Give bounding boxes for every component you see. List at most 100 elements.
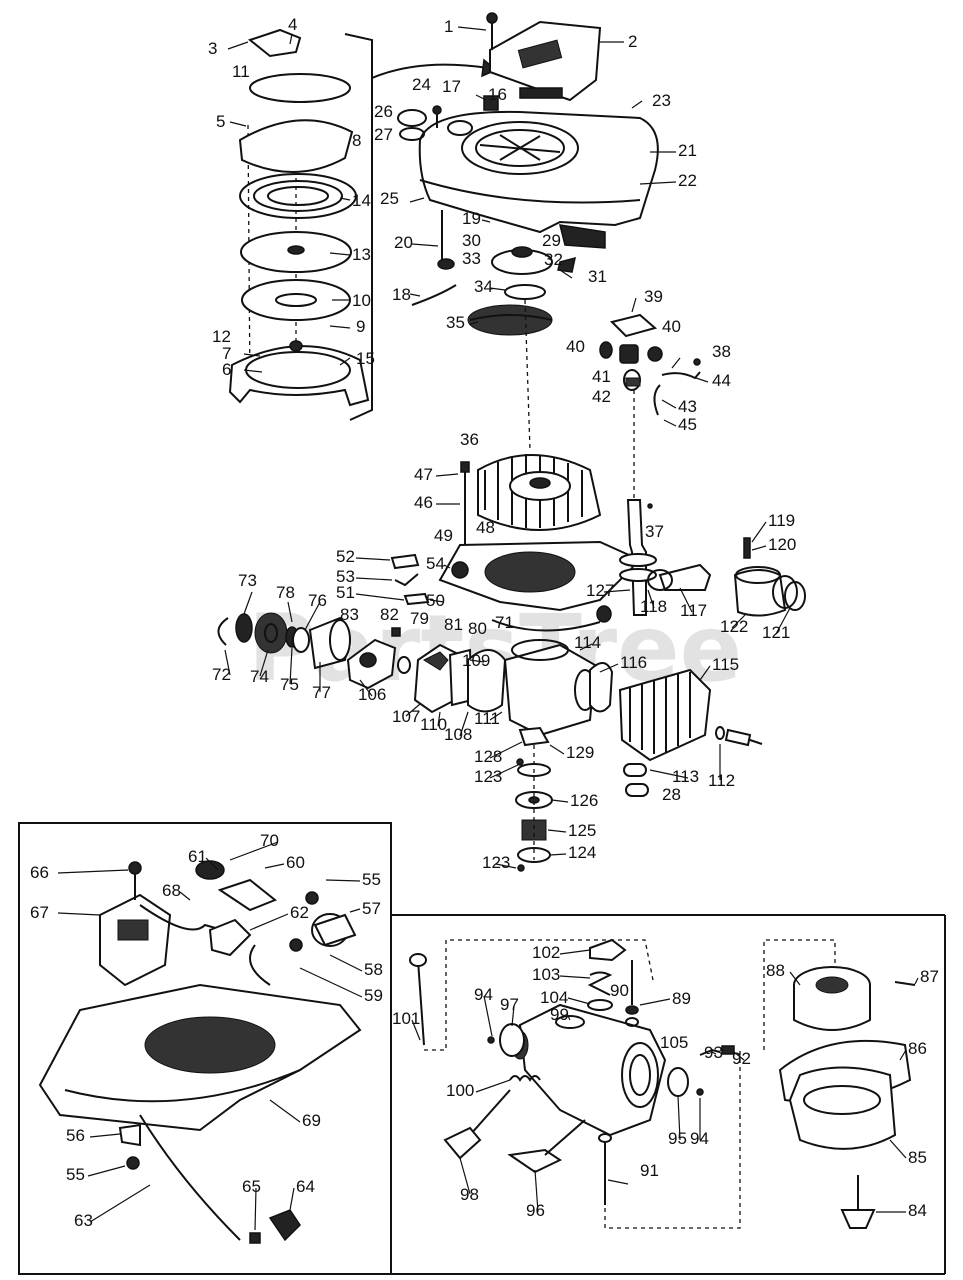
leader-line: [647, 589, 655, 609]
callout-94b: 94: [690, 1129, 709, 1148]
leader-line: [731, 614, 746, 629]
callout-94a: 94: [474, 985, 493, 1004]
callout-29: 29: [542, 231, 561, 250]
callout-123b: 123: [482, 853, 510, 872]
callout-16: 16: [488, 85, 507, 104]
callout-101: 101: [392, 1009, 420, 1028]
callout-20: 20: [394, 233, 413, 252]
carburetor-group: [409, 938, 916, 1229]
callout-58: 58: [364, 960, 383, 979]
fuel-line-group: [411, 210, 576, 451]
callout-labels: 1 2 3 4 5 6 7 8 9 10 11 12 13 14 15 16 1…: [30, 15, 939, 1230]
leader-line: [224, 649, 231, 676]
leader-line: [409, 293, 421, 297]
leader-line: [711, 1051, 717, 1055]
leader-line: [661, 399, 677, 409]
callout-100: 100: [446, 1081, 474, 1100]
callout-55b: 55: [66, 1165, 85, 1184]
callout-35: 35: [446, 313, 465, 332]
callout-107: 107: [392, 707, 420, 726]
leader-line: [639, 181, 677, 185]
callout-108: 108: [444, 725, 472, 744]
callout-14: 14: [352, 191, 371, 210]
callout-112: 112: [708, 771, 735, 790]
leader-line: [475, 1079, 511, 1093]
leader-line: [663, 419, 677, 427]
leader-line: [299, 967, 363, 998]
leader-line: [243, 591, 253, 615]
leader-line: [549, 853, 567, 856]
callout-120: 120: [768, 535, 796, 554]
callout-11: 11: [232, 62, 250, 81]
callout-84: 84: [908, 1201, 927, 1220]
callout-34: 34: [474, 277, 493, 296]
leader-line: [329, 325, 351, 329]
leader-line: [409, 197, 425, 203]
callout-38: 38: [712, 342, 731, 361]
leader-line: [789, 971, 801, 986]
callout-102: 102: [532, 943, 560, 962]
leader-line: [349, 908, 361, 913]
callout-113: 113: [672, 767, 699, 786]
callout-116: 116: [620, 653, 647, 672]
callout-106: 106: [358, 685, 386, 704]
callout-80: 80: [468, 619, 487, 638]
leader-line: [87, 1165, 126, 1177]
callout-87: 87: [920, 967, 939, 986]
callout-91: 91: [640, 1161, 659, 1180]
callout-55a: 55: [362, 870, 381, 889]
leader-line: [429, 599, 445, 603]
callout-123a: 123: [474, 767, 502, 786]
leader-line: [355, 557, 391, 561]
callout-5: 5: [216, 112, 225, 131]
leader-line: [89, 1184, 151, 1223]
callout-104: 104: [540, 988, 568, 1007]
leader-line: [469, 659, 485, 663]
callout-24: 24: [412, 75, 431, 94]
leader-line: [579, 643, 593, 651]
leader-line: [495, 863, 517, 869]
callout-128: 128: [474, 747, 502, 766]
callout-73: 73: [238, 571, 257, 590]
callout-18: 18: [392, 285, 411, 304]
leader-line: [549, 744, 565, 755]
leader-line: [57, 912, 101, 916]
leader-line: [751, 545, 767, 551]
leader-line: [57, 869, 129, 874]
leader-line: [567, 1015, 571, 1021]
callout-42: 42: [592, 387, 611, 406]
callout-17: 17: [442, 77, 461, 96]
ignition-panel: [18, 822, 946, 1275]
callout-57: 57: [362, 899, 381, 918]
callout-89: 89: [672, 989, 691, 1008]
callout-78: 78: [276, 583, 295, 602]
callout-30: 30: [462, 231, 481, 250]
callout-69: 69: [302, 1111, 321, 1130]
leader-line: [607, 1179, 629, 1185]
callout-43: 43: [678, 397, 697, 416]
blower-housing-group: [371, 12, 659, 249]
callout-105: 105: [660, 1033, 688, 1052]
leader-line: [329, 252, 351, 256]
leader-line: [89, 1133, 121, 1138]
callout-51: 51: [336, 583, 355, 602]
callout-56: 56: [66, 1126, 85, 1145]
callout-103: 103: [532, 965, 560, 984]
callout-122: 122: [720, 617, 748, 636]
leader-line: [355, 593, 405, 601]
callout-121: 121: [762, 623, 790, 642]
leader-line: [289, 1187, 295, 1211]
leader-line: [489, 763, 521, 779]
callout-97: 97: [500, 995, 519, 1014]
leader-line: [243, 369, 263, 373]
leader-line: [443, 564, 451, 569]
callout-26: 26: [374, 102, 393, 121]
callout-33: 33: [462, 249, 481, 268]
callout-60: 60: [286, 853, 305, 872]
leader-line: [551, 799, 569, 803]
callout-125: 125: [568, 821, 596, 840]
callout-129: 129: [566, 743, 594, 762]
callout-85: 85: [908, 1148, 927, 1167]
callout-19: 19: [462, 209, 481, 228]
